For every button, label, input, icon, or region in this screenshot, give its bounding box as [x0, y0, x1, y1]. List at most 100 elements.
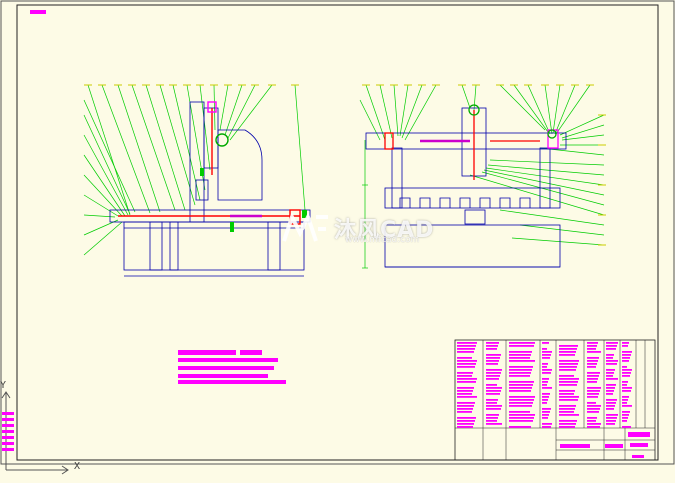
parts-list-cell [457, 345, 476, 347]
parts-list-cell [559, 426, 575, 428]
parts-list-cell [587, 372, 600, 374]
parts-list-cell [509, 351, 532, 353]
parts-list-cell [606, 369, 615, 371]
parts-list-cell [622, 375, 630, 377]
parts-list-cell [542, 351, 552, 353]
parts-list-cell [509, 417, 534, 419]
parts-list-cell [587, 393, 599, 395]
parts-list-cell [542, 402, 547, 404]
parts-list-cell [542, 363, 548, 365]
parts-list-cell [457, 426, 473, 428]
parts-list-cell [542, 369, 552, 371]
parts-list-cell [559, 348, 577, 350]
parts-list-cell [486, 423, 502, 425]
parts-list-cell [457, 390, 473, 392]
parts-list-cell [606, 378, 618, 380]
parts-list-cell [509, 411, 530, 413]
top-left-tag [30, 10, 46, 14]
inner-frame [16, 4, 659, 461]
parts-list-cell [542, 372, 551, 374]
parts-list-cell [559, 354, 575, 356]
parts-list-cell [606, 345, 617, 347]
parts-list-cell [509, 366, 533, 368]
parts-list-cell [587, 420, 596, 422]
parts-list-cell [486, 393, 500, 395]
parts-list-cell [542, 387, 552, 389]
parts-list-cell [559, 363, 578, 365]
parts-list-cell [457, 417, 476, 419]
parts-list-cell [587, 345, 597, 347]
parts-list-cell [457, 396, 477, 398]
parts-list-cell [486, 360, 499, 362]
parts-list-cell [509, 405, 532, 407]
parts-list-cell [542, 393, 550, 395]
parts-list-cell [542, 414, 549, 416]
parts-list-cell [559, 345, 578, 347]
parts-list-cell [486, 384, 497, 386]
parts-list-cell [587, 387, 601, 389]
parts-list-cell [587, 378, 598, 380]
parts-list-cell [606, 375, 613, 377]
parts-list-cell [606, 390, 614, 392]
parts-list-cell [542, 399, 548, 401]
parts-list-cell [509, 360, 535, 362]
parts-list-cell [486, 417, 498, 419]
parts-list-cell [457, 393, 472, 395]
parts-list-cell [559, 378, 579, 380]
parts-list-cell [622, 354, 631, 356]
parts-list-cell [457, 366, 475, 368]
parts-list-cell [606, 357, 613, 359]
parts-list-cell [622, 414, 629, 416]
parts-list-cell [542, 342, 549, 344]
parts-list-cell [559, 360, 579, 362]
parts-list-cell [622, 372, 631, 374]
parts-list-cell [542, 354, 551, 356]
ucs-y-label: Y [0, 380, 7, 391]
parts-list-cell [622, 411, 630, 413]
parts-list-cell [559, 390, 575, 392]
outer-frame [0, 0, 675, 465]
parts-list-cell [486, 369, 502, 371]
parts-list-cell [606, 360, 618, 362]
parts-list-cell [559, 423, 576, 425]
parts-list-cell [587, 363, 597, 365]
parts-list-cell [457, 363, 476, 365]
parts-list-cell [457, 357, 472, 359]
parts-list-cell [542, 381, 548, 383]
parts-list-cell [559, 351, 576, 353]
parts-list-cell [622, 360, 629, 362]
parts-list-cell [509, 342, 535, 344]
parts-list-cell [587, 405, 601, 407]
parts-list-cell [542, 426, 551, 428]
parts-list-cell [622, 396, 629, 398]
parts-list-cell [606, 420, 616, 422]
parts-list-cell [486, 399, 498, 401]
parts-list-cell [486, 414, 499, 416]
parts-list-cell [509, 345, 534, 347]
parts-list-cell [486, 408, 501, 410]
parts-list-cell [542, 417, 548, 419]
parts-list-cell [509, 381, 534, 383]
left-margin-stack [2, 412, 14, 451]
parts-list-cell [606, 393, 613, 395]
parts-list-cell [559, 369, 576, 371]
parts-list-cell [559, 411, 574, 413]
parts-list-cell [509, 390, 531, 392]
parts-list-cell [559, 393, 574, 395]
parts-list-cell [457, 408, 473, 410]
parts-list-cell [457, 348, 475, 350]
parts-list-cell [622, 351, 632, 353]
parts-list-cell [509, 387, 532, 389]
parts-list-cell [542, 384, 547, 386]
parts-list-cell [542, 378, 549, 380]
parts-list-cell [542, 357, 550, 359]
parts-list-cell [606, 354, 614, 356]
parts-list-cell [622, 399, 628, 401]
parts-list-cell [486, 387, 502, 389]
parts-list-cell [587, 351, 601, 353]
parts-list-cell [622, 384, 627, 386]
parts-list-cell [509, 375, 530, 377]
parts-list-cell [587, 366, 596, 368]
parts-list-cell [509, 399, 534, 401]
parts-list-cell [587, 390, 600, 392]
